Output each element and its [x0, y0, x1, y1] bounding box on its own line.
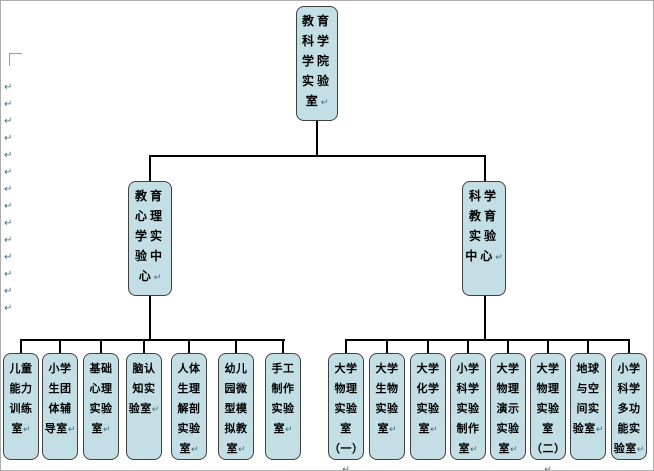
- connector-line: [484, 155, 486, 181]
- paragraph-mark-icon: ↵: [237, 445, 246, 455]
- paragraph-mark-icon: ↵: [4, 218, 13, 229]
- paragraph-mark-icon: ↵: [429, 425, 438, 435]
- org-node-root[interactable]: 教育 科学 学院 实验 室↵: [296, 6, 338, 121]
- org-node-leaf[interactable]: 脑认 知实 验室↵: [126, 353, 162, 460]
- connector-line: [628, 339, 630, 353]
- paragraph-mark-icon: ↵: [4, 167, 13, 178]
- org-node-label: 地球 与空 间实 验室: [572, 362, 600, 435]
- paragraph-mark-icon: ↵: [4, 269, 13, 280]
- connector-line: [282, 339, 284, 353]
- connector-line: [587, 339, 589, 353]
- org-node-leaf[interactable]: 大学 生物 实验 室↵: [369, 353, 405, 460]
- paragraph-mark-icon: ↵: [388, 425, 397, 435]
- connector-line: [345, 339, 347, 353]
- paragraph-mark-icon: ↵: [102, 425, 111, 435]
- org-node-label: 科学 教育 实验 中心: [465, 189, 499, 263]
- connector-line: [100, 339, 102, 353]
- paragraph-mark-icon: ↵: [151, 405, 160, 415]
- paragraph-mark-icon: ↵: [4, 99, 13, 110]
- paragraph-mark-icon: ↵: [4, 201, 13, 212]
- connector-line: [149, 296, 151, 341]
- org-node-label: 小学 科学 多功 能实 验室: [613, 362, 641, 455]
- connector-line: [143, 339, 145, 353]
- org-node-leaf[interactable]: 基础 心理 实验 室↵: [83, 353, 119, 460]
- org-node-label: 大学 物理 演示 实验 室: [496, 362, 520, 455]
- connector-line: [235, 339, 237, 353]
- org-node-leaf[interactable]: 小学 生团 体辅 导室↵: [42, 353, 78, 460]
- org-node-center-left[interactable]: 教育 心理 学实 验中 心↵: [128, 181, 172, 296]
- paragraph-mark-icon: ↵: [4, 286, 13, 297]
- org-node-leaf[interactable]: 幼儿 园微 型模 拟教 室↵: [218, 353, 254, 460]
- org-node-label: 大学 物理 实验 室 （二）: [531, 362, 566, 455]
- paragraph-mark-icon: ↵: [153, 273, 162, 283]
- org-node-label: 教育 心理 学实 验中 心: [134, 189, 165, 283]
- paragraph-mark-icon: ↵: [495, 253, 503, 263]
- org-node-label: 人体 生理 解剖 实验 室: [177, 362, 201, 455]
- connector-line: [427, 339, 429, 353]
- org-node-leaf[interactable]: 儿童 能力 训练 室↵: [3, 353, 39, 460]
- org-node-leaf[interactable]: 小学 科学 实验 制作 室↵: [450, 353, 486, 460]
- org-node-label: 大学 物理 实验 室 （一）: [329, 362, 364, 455]
- org-node-label: 教育 科学 学院 实验 室: [301, 14, 332, 108]
- paragraph-mark-icon: ↵: [4, 252, 13, 263]
- org-node-label: 小学 科学 实验 制作 室: [456, 362, 480, 455]
- paragraph-mark-icon: ↵: [190, 445, 199, 455]
- org-node-leaf[interactable]: 人体 生理 解剖 实验 室↵: [171, 353, 207, 460]
- org-node-leaf[interactable]: 大学 化学 实验 室↵: [410, 353, 446, 460]
- org-node-label: 儿童 能力 训练 室: [9, 362, 33, 435]
- org-node-center-right[interactable]: 科学 教育 实验 中心↵: [462, 181, 506, 296]
- org-node-leaf[interactable]: 地球 与空 间实 验室↵: [570, 353, 606, 460]
- connector-line: [149, 155, 486, 157]
- paragraph-mark-icon: ↵: [4, 303, 13, 314]
- paragraph-mark-icon: ↵: [544, 465, 552, 471]
- paragraph-mark-icon: ↵: [4, 150, 13, 161]
- org-node-leaf[interactable]: 小学 科学 多功 能实 验室↵: [611, 353, 647, 460]
- connector-line: [149, 155, 151, 181]
- connector-line: [188, 339, 190, 353]
- paragraph-mark-icon: ↵: [4, 133, 13, 144]
- paragraph-mark-icon: ↵: [4, 235, 13, 246]
- connector-line: [59, 339, 61, 353]
- org-node-label: 大学 化学 实验 室: [416, 362, 440, 435]
- paragraph-mark-icon: ↵: [509, 445, 518, 455]
- paragraph-mark-icon: ↵: [4, 82, 13, 93]
- connector-line: [467, 339, 469, 353]
- connector-line: [507, 339, 509, 353]
- paragraph-mark-icon: ↵: [469, 445, 478, 455]
- connector-line: [484, 296, 486, 341]
- text-boundary-corner-mark: [9, 53, 22, 66]
- org-node-label: 手工 制作 实验 室: [271, 362, 295, 435]
- connector-line: [20, 339, 285, 341]
- org-node-leaf[interactable]: 大学 物理 演示 实验 室↵: [490, 353, 526, 460]
- paragraph-mark-icon: ↵: [320, 98, 329, 108]
- paragraph-mark-icon: ↵: [22, 425, 31, 435]
- paragraph-mark-icon: ↵: [67, 425, 76, 435]
- connector-line: [547, 339, 549, 353]
- connector-line: [345, 339, 630, 341]
- paragraph-mark-icon: ↵: [636, 445, 645, 455]
- paragraph-mark-icon: ↵: [4, 184, 13, 195]
- paragraph-mark-icon: ↵: [342, 465, 350, 471]
- org-node-label: 幼儿 园微 型模 拟教 室: [224, 362, 248, 455]
- org-node-label: 大学 生物 实验 室: [375, 362, 399, 435]
- paragraph-mark-icon: ↵: [4, 116, 13, 127]
- connector-line: [386, 339, 388, 353]
- paragraph-mark-icon: ↵: [284, 425, 293, 435]
- org-node-leaf[interactable]: 大学 物理 实验 室 （二） ↵: [530, 353, 566, 470]
- org-node-leaf[interactable]: 手工 制作 实验 室↵: [265, 353, 301, 460]
- paragraph-mark-icon: ↵: [595, 425, 604, 435]
- org-node-label: 脑认 知实 验室: [128, 362, 156, 415]
- connector-line: [20, 339, 22, 353]
- org-node-label: 基础 心理 实验 室: [89, 362, 113, 435]
- connector-line: [316, 121, 318, 157]
- org-node-label: 小学 生团 体辅 导室: [44, 362, 72, 435]
- org-node-leaf[interactable]: 大学 物理 实验 室 （一） ↵: [328, 353, 364, 470]
